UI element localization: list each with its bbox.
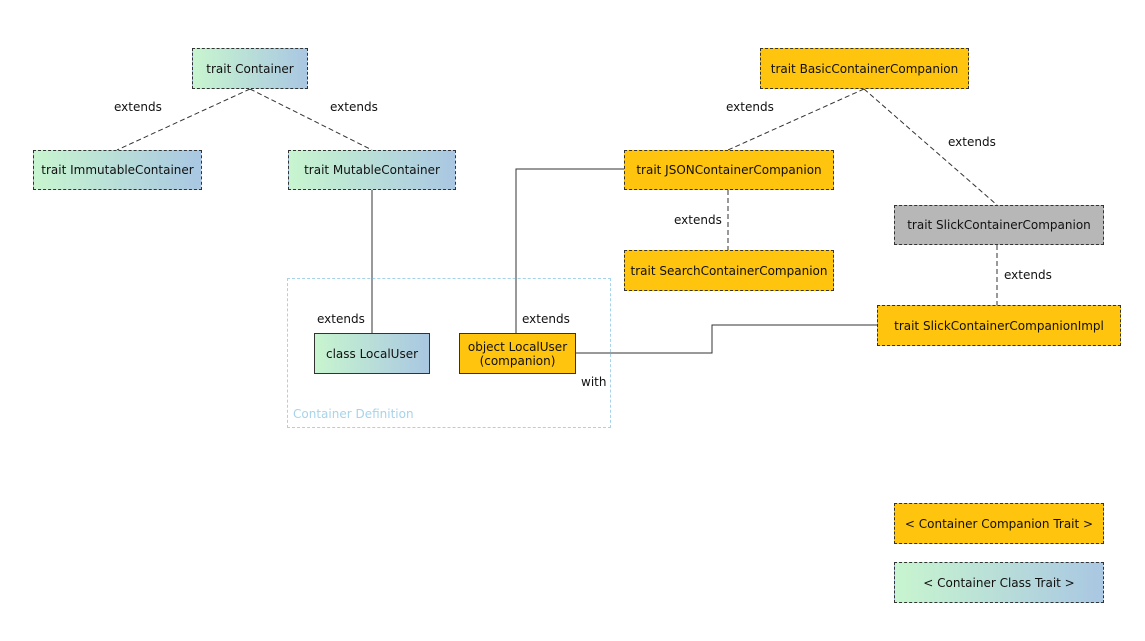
node-trait-search-container-companion[interactable]: trait SearchContainerCompanion: [624, 250, 834, 291]
edge-label-extends-json: extends: [726, 100, 774, 114]
legend-class-trait-label: < Container Class Trait >: [923, 575, 1075, 590]
legend-companion-trait: < Container Companion Trait >: [894, 503, 1104, 544]
edge-object-impl: [576, 324, 877, 354]
node-trait-mutable-container-label: trait MutableContainer: [304, 163, 440, 177]
edge-container-mutable: [249, 88, 373, 151]
node-trait-slick-container-companion-impl[interactable]: trait SlickContainerCompanionImpl: [877, 305, 1121, 346]
edge-label-extends-object: extends: [522, 312, 570, 326]
edge-label-extends-impl: extends: [1004, 268, 1052, 282]
node-trait-container-label: trait Container: [206, 61, 294, 76]
node-trait-basic-container-companion[interactable]: trait BasicContainerCompanion: [760, 48, 969, 89]
edge-basic-json: [727, 88, 865, 151]
node-trait-json-container-companion-label: trait JSONContainerCompanion: [636, 163, 822, 177]
node-trait-mutable-container[interactable]: trait MutableContainer: [288, 150, 456, 190]
node-trait-slick-container-companion[interactable]: trait SlickContainerCompanion: [894, 205, 1104, 245]
edge-label-extends-local-user: extends: [317, 312, 365, 326]
edge-label-extends-search: extends: [674, 213, 722, 227]
edge-label-extends-mutable: extends: [330, 100, 378, 114]
node-trait-immutable-container-label: trait ImmutableContainer: [41, 163, 194, 177]
node-object-local-user-line2: (companion): [479, 353, 556, 368]
node-trait-slick-container-companion-label: trait SlickContainerCompanion: [907, 218, 1091, 232]
legend-class-trait: < Container Class Trait >: [894, 562, 1104, 603]
edge-basic-slick: [863, 88, 998, 206]
node-trait-container[interactable]: trait Container: [192, 48, 308, 89]
edge-label-with: with: [581, 375, 607, 389]
container-definition-group: [287, 278, 611, 428]
legend-companion-trait-label: < Container Companion Trait >: [904, 516, 1094, 531]
node-class-local-user-label: class LocalUser: [325, 346, 419, 361]
node-object-local-user-line1: object LocalUser: [467, 339, 568, 354]
node-trait-json-container-companion[interactable]: trait JSONContainerCompanion: [624, 150, 834, 190]
node-class-local-user[interactable]: class LocalUser: [314, 333, 430, 374]
node-object-local-user[interactable]: object LocalUser (companion): [459, 333, 576, 374]
node-trait-immutable-container[interactable]: trait ImmutableContainer: [33, 150, 202, 190]
edge-label-extends-slick: extends: [948, 135, 996, 149]
node-trait-search-container-companion-label: trait SearchContainerCompanion: [630, 263, 828, 278]
edge-container-immutable: [116, 88, 251, 151]
edge-label-extends-immutable: extends: [114, 100, 162, 114]
node-trait-basic-container-companion-label: trait BasicContainerCompanion: [770, 61, 959, 76]
container-definition-title: Container Definition: [293, 407, 414, 421]
node-trait-slick-container-companion-impl-label: trait SlickContainerCompanionImpl: [894, 318, 1104, 333]
